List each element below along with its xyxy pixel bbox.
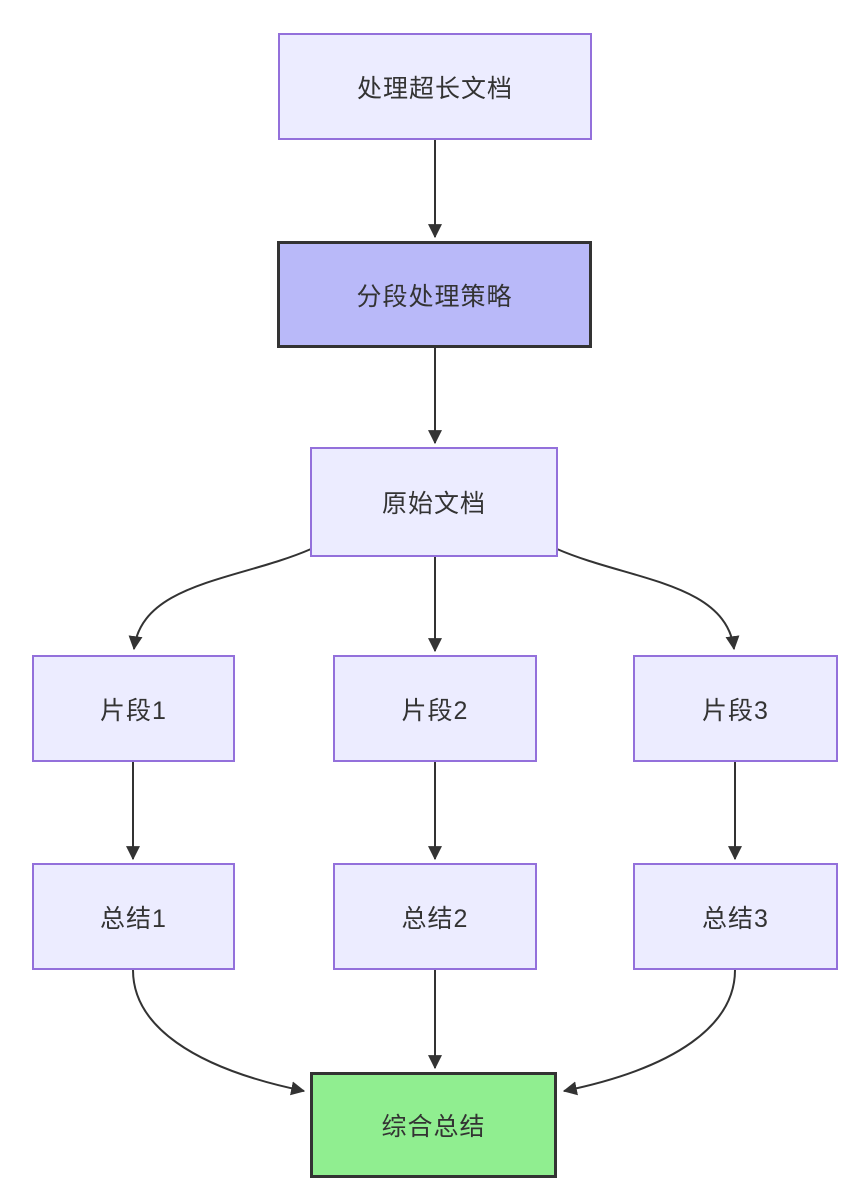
node-segment-1: 片段1 [32,655,235,762]
node-summary-2: 总结2 [333,863,537,970]
edge-doc-seg1 [128,548,312,651]
node-segment-3: 片段3 [633,655,838,762]
node-label: 总结3 [702,904,769,933]
node-original-document: 原始文档 [310,447,558,557]
node-label: 综合总结 [381,1113,486,1141]
node-segmentation-strategy: 分段处理策略 [277,241,592,348]
node-label: 片段2 [401,696,469,725]
node-summary-3: 总结3 [633,863,838,970]
node-label: 处理超长文档 [356,74,513,103]
node-label: 片段3 [702,696,769,725]
node-summary-1: 总结1 [32,863,235,970]
node-combined-summary: 综合总结 [310,1072,557,1178]
edge-doc-seg3 [556,548,740,651]
node-label: 总结1 [100,904,167,933]
node-label: 片段1 [100,696,167,725]
edge-sum3-final [562,969,736,1096]
node-process-long-document: 处理超长文档 [278,33,592,140]
edge-sum1-final [132,969,306,1096]
node-label: 分段处理策略 [356,282,513,311]
node-segment-2: 片段2 [333,655,537,762]
node-label: 总结2 [401,904,469,933]
node-label: 原始文档 [381,490,486,518]
